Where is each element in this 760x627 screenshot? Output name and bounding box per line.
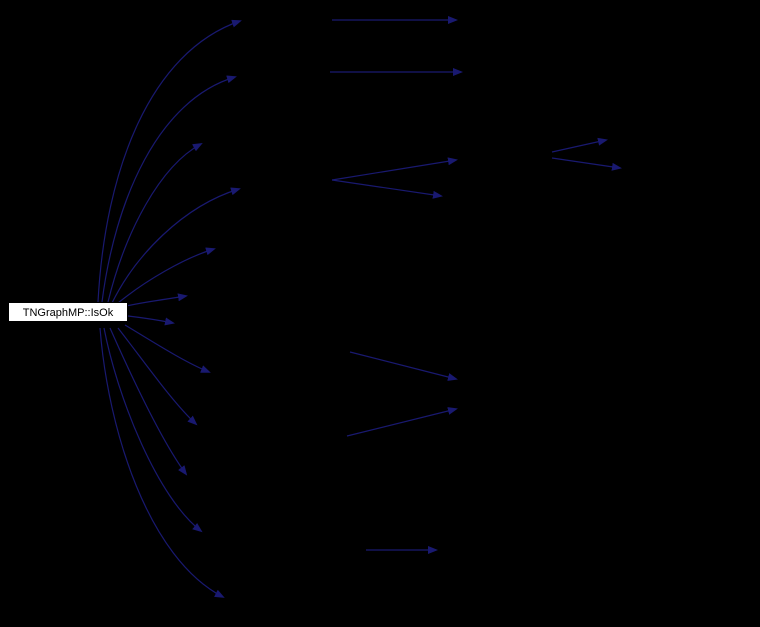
call-edge-level-1	[103, 327, 203, 533]
call-edge-level-2	[331, 157, 458, 181]
edge-layer	[97, 16, 622, 598]
caller-node-tngraphmp-isok[interactable]: TNGraphMP::IsOk	[8, 302, 128, 322]
call-edge-level-1	[124, 324, 211, 373]
call-edge-level-1	[99, 327, 225, 598]
call-edge-level-1	[117, 327, 198, 426]
call-edge-level-1	[117, 247, 216, 304]
call-edge-level-1	[109, 327, 188, 476]
call-edge-level-1	[97, 19, 242, 303]
call-edge-level-1	[107, 143, 203, 303]
call-edge-level-1	[111, 187, 241, 304]
call-edge-level-3	[551, 157, 622, 171]
call-edge-level-2	[346, 407, 458, 437]
call-edge-level-1	[101, 75, 237, 303]
call-edge-level-1	[127, 315, 175, 326]
call-edge-level-1	[125, 293, 188, 307]
call-edge-level-2	[331, 179, 443, 199]
caller-node-label: TNGraphMP::IsOk	[22, 307, 114, 319]
call-edge-level-3	[551, 137, 608, 153]
call-edge-level-2	[349, 351, 458, 381]
